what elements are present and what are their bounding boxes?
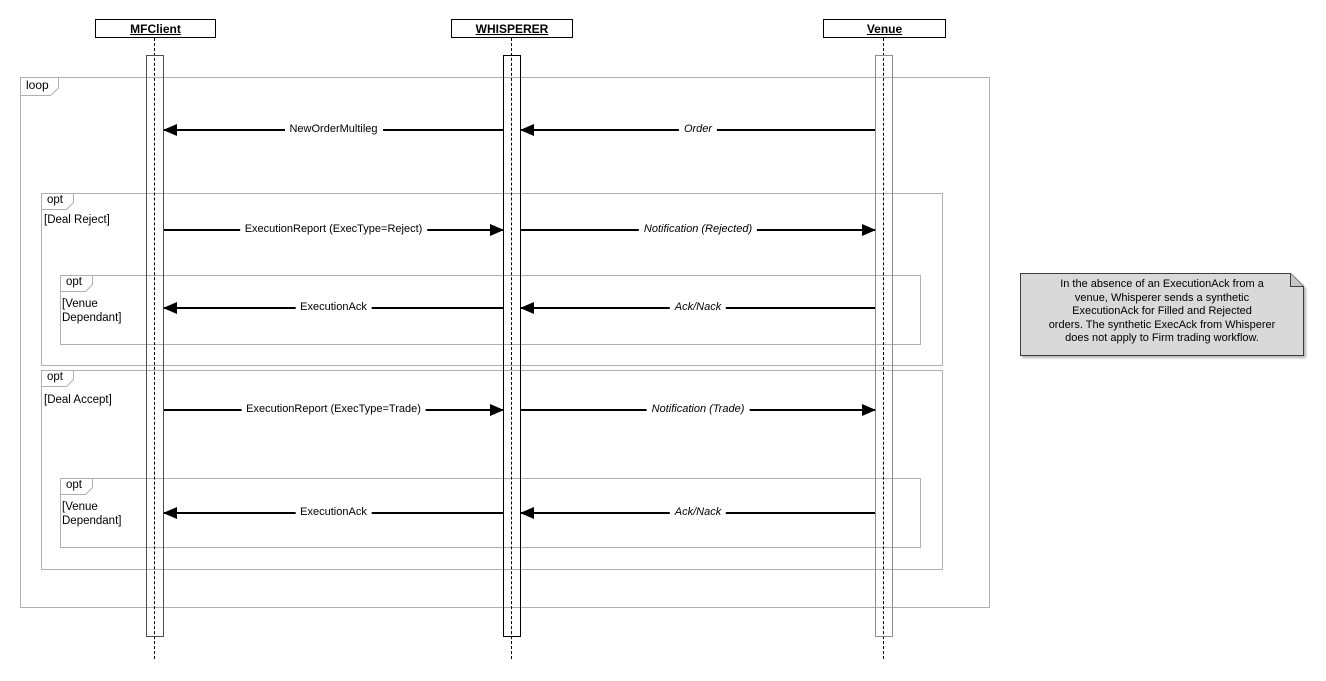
arrowhead-left-icon <box>163 506 177 519</box>
arrowhead-left-icon <box>163 301 177 314</box>
lifeline-whisperer <box>511 38 512 659</box>
frame-tab-opt-venue-dependant-2: opt <box>60 478 93 495</box>
arrowhead-left-icon <box>163 123 177 136</box>
message-label: Ack/Nack <box>669 300 727 315</box>
frame-opt-deal-accept <box>41 370 943 570</box>
frame-tab-opt-deal-reject: opt <box>41 193 74 210</box>
frame-opt-deal-reject <box>41 193 943 366</box>
message-label: ExecutionReport (ExecType=Trade) <box>241 402 426 417</box>
message-label: ExecutionAck <box>295 300 372 315</box>
frame-tab-loop: loop <box>20 77 59 96</box>
message-label: Notification (Trade) <box>646 402 750 417</box>
activation-bar-whisperer <box>503 55 521 637</box>
actor-whisperer: WHISPERER <box>451 19 573 38</box>
arrowhead-left-icon <box>520 123 534 136</box>
frame-operator-label: opt <box>66 479 82 491</box>
message-label: ExecutionReport (ExecType=Reject) <box>239 222 428 237</box>
guard-venue-dependant-1: [Venue Dependant] <box>62 298 122 324</box>
frame-operator-label: opt <box>66 276 82 288</box>
frame-opt-venue-dependant-1 <box>60 275 921 345</box>
frame-opt-venue-dependant-2 <box>60 478 921 548</box>
note-shape <box>1020 273 1304 356</box>
message-label: Order <box>678 122 718 137</box>
arrowhead-left-icon <box>520 506 534 519</box>
frame-operator-label: opt <box>47 371 63 383</box>
frame-loop <box>20 77 990 608</box>
message-label: ExecutionAck <box>295 505 372 520</box>
actor-mfclient: MFClient <box>95 19 216 38</box>
message-label: NewOrderMultileg <box>284 122 383 137</box>
arrowhead-right-icon <box>862 403 876 416</box>
arrowhead-right-icon <box>490 403 504 416</box>
lifeline-venue <box>883 38 884 659</box>
message-label: Notification (Rejected) <box>638 222 758 237</box>
activation-bar-mfclient <box>146 55 164 637</box>
arrowhead-right-icon <box>862 223 876 236</box>
lifeline-mfclient <box>154 38 155 659</box>
guard-deal-reject: [Deal Reject] <box>44 214 110 226</box>
frame-tab-opt-venue-dependant-1: opt <box>60 275 93 292</box>
arrowhead-right-icon <box>490 223 504 236</box>
frame-operator-label: opt <box>47 194 63 206</box>
activation-bar-venue <box>875 55 893 637</box>
message-label: Ack/Nack <box>669 505 727 520</box>
arrowhead-left-icon <box>520 301 534 314</box>
frame-operator-label: loop <box>26 78 49 92</box>
frame-tab-opt-deal-accept: opt <box>41 370 74 387</box>
actor-venue: Venue <box>823 19 946 38</box>
note-synthetic-executionack: In the absence of an ExecutionAck from a… <box>1020 273 1304 356</box>
guard-deal-accept: [Deal Accept] <box>44 394 112 406</box>
guard-venue-dependant-2: [Venue Dependant] <box>62 501 122 527</box>
note-text: In the absence of an ExecutionAck from a… <box>1048 278 1276 345</box>
